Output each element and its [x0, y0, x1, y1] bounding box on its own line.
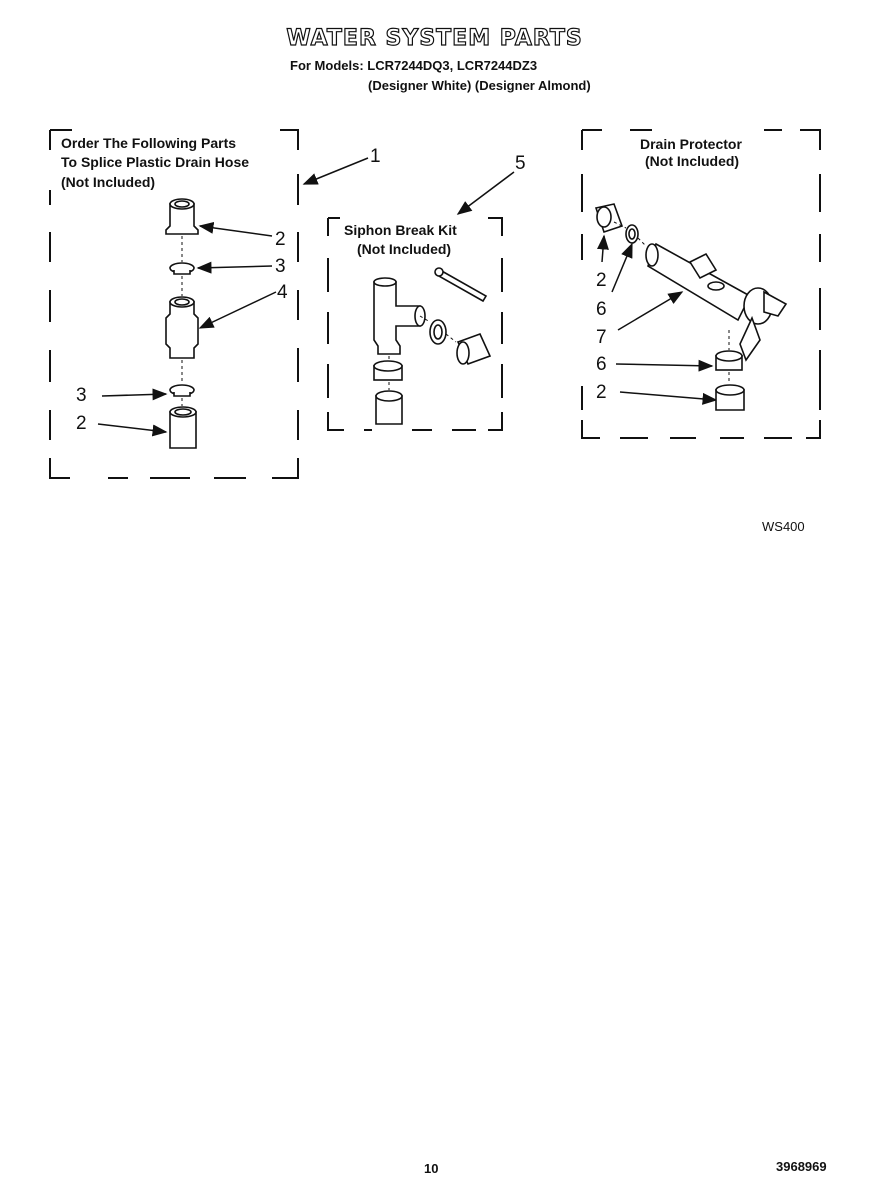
- leader-5: [456, 171, 515, 215]
- callout-5: 5: [515, 153, 526, 174]
- callout-drain-2a: 2: [596, 270, 607, 291]
- callout-drain-2b: 2: [596, 382, 607, 403]
- callout-splice-2b: 2: [76, 413, 87, 434]
- page-title: WATER SYSTEM PARTS: [286, 25, 583, 51]
- leader-splice-3b: [101, 388, 168, 401]
- document-number: 3968969: [776, 1159, 827, 1174]
- drain-protector-frame: [581, 129, 821, 439]
- callout-drain-6a: 6: [596, 299, 607, 320]
- leader-splice-2b: [97, 423, 168, 437]
- leader-drain-6a: [611, 242, 633, 293]
- splice-kit-label-line2: To Splice Plastic Drain Hose: [61, 154, 250, 170]
- leader-drain-2b: [619, 391, 718, 405]
- leader-drain-7: [617, 291, 684, 331]
- leader-splice-2a: [198, 221, 273, 237]
- leader-splice-4: [198, 291, 277, 329]
- splice-parts: [165, 198, 199, 449]
- splice-kit-label-line1: Order The Following Parts: [61, 135, 237, 151]
- drain-parts: [594, 203, 788, 411]
- leader-drain-6b: [615, 359, 714, 372]
- siphon-parts: [373, 267, 492, 425]
- drain-protector-label-line1: Drain Protector: [640, 136, 742, 152]
- callout-splice-4: 4: [277, 282, 288, 303]
- figure-code: WS400: [762, 519, 805, 534]
- siphon-kit-label-line1: Siphon Break Kit: [344, 222, 457, 238]
- splice-kit-label-line3: (Not Included): [61, 174, 156, 190]
- page-number: 10: [424, 1161, 439, 1176]
- callout-drain-6b: 6: [596, 354, 607, 375]
- callout-drain-7: 7: [596, 327, 607, 348]
- models-line: For Models: LCR7244DQ3, LCR7244DZ3: [290, 58, 538, 73]
- leader-1: [302, 157, 369, 185]
- callout-1: 1: [370, 146, 381, 167]
- leader-drain-2a: [596, 234, 609, 263]
- siphon-kit-label-line2: (Not Included): [357, 241, 452, 257]
- drain-protector-label-line2: (Not Included): [645, 153, 740, 169]
- siphon-kit-frame: [327, 217, 503, 431]
- callout-splice-3b: 3: [76, 385, 87, 406]
- callout-splice-2a: 2: [275, 229, 286, 250]
- variants-line: (Designer White) (Designer Almond): [368, 78, 591, 93]
- splice-kit-frame: [49, 129, 299, 479]
- callout-splice-3a: 3: [275, 256, 286, 277]
- leader-splice-3a: [196, 261, 273, 274]
